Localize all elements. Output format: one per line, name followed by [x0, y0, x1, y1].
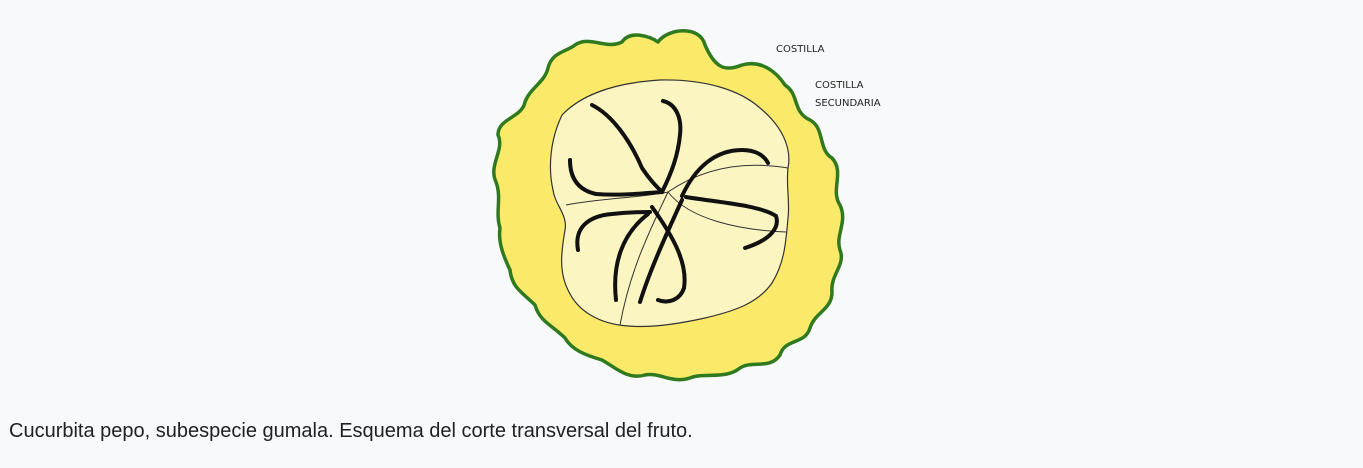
figure-caption: Cucurbita pepo, subespecie gumala. Esque…	[9, 418, 693, 444]
fruit-flesh	[550, 80, 788, 327]
rib-label: COSTILLA	[776, 44, 825, 55]
fruit-cross-section-diagram: COSTILLA COSTILLA SECUNDARIA	[0, 0, 1363, 405]
secondary-rib-label-line1: COSTILLA	[815, 80, 864, 91]
secondary-rib-label-line2: SECUNDARIA	[815, 98, 881, 109]
fruit-cross-section-figure: COSTILLA COSTILLA SECUNDARIA	[0, 0, 1363, 405]
